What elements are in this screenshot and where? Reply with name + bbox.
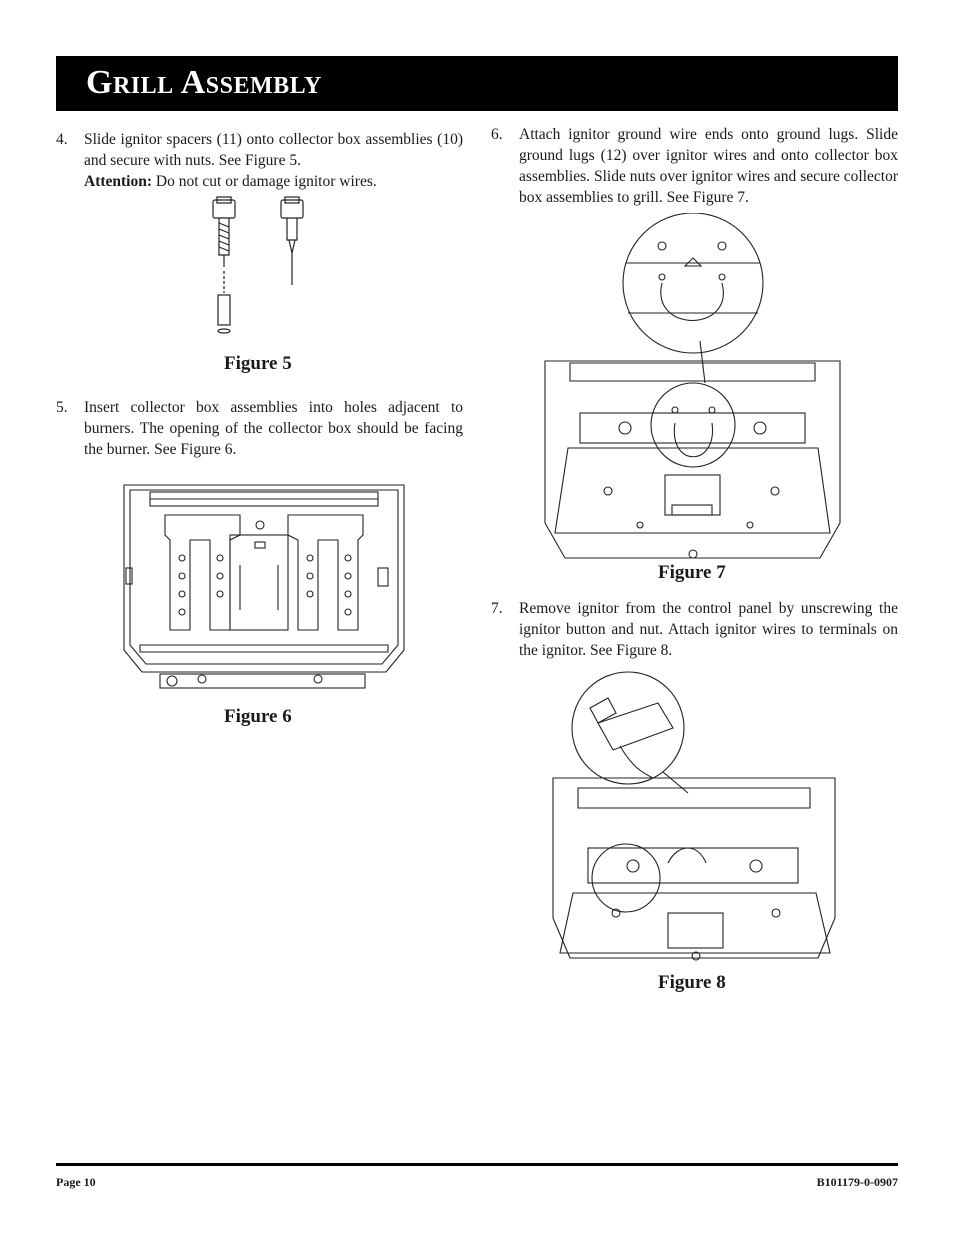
document-id: B101179-0-0907	[816, 1175, 898, 1189]
step-5: 5. Insert collector box assemblies into …	[56, 397, 463, 460]
figure-8-illustration	[552, 671, 836, 961]
step-4: 4. Slide ignitor spacers (11) onto colle…	[56, 129, 463, 192]
step-number: 6.	[491, 126, 503, 143]
page-title: Grill Assembly	[86, 64, 322, 101]
footer-divider	[56, 1163, 898, 1166]
figure-8-caption: Figure 8	[658, 972, 726, 993]
step-text: Remove ignitor from the control panel by…	[519, 600, 898, 659]
step-6: 6. Attach ignitor ground wire ends onto …	[491, 124, 898, 208]
figure-6-illustration	[123, 484, 405, 689]
attention-text: Do not cut or damage ignitor wires.	[152, 173, 377, 190]
attention-label: Attention:	[84, 173, 153, 190]
step-text: Insert collector box assemblies into hol…	[84, 399, 463, 458]
figure-7-illustration	[544, 213, 841, 559]
figure-5-caption: Figure 5	[224, 353, 292, 374]
step-number: 5.	[56, 399, 68, 416]
figure-6-caption: Figure 6	[224, 706, 292, 727]
step-text: Slide ignitor spacers (11) onto collecto…	[84, 131, 463, 169]
step-number: 4.	[56, 131, 68, 148]
step-number: 7.	[491, 600, 503, 617]
figure-5-illustration	[212, 196, 304, 334]
step-7: 7. Remove ignitor from the control panel…	[491, 598, 898, 661]
step-text: Attach ignitor ground wire ends onto gro…	[519, 126, 898, 206]
section-banner: Grill Assembly	[56, 56, 898, 111]
page-number: Page 10	[56, 1175, 96, 1189]
figure-7-caption: Figure 7	[658, 562, 726, 583]
